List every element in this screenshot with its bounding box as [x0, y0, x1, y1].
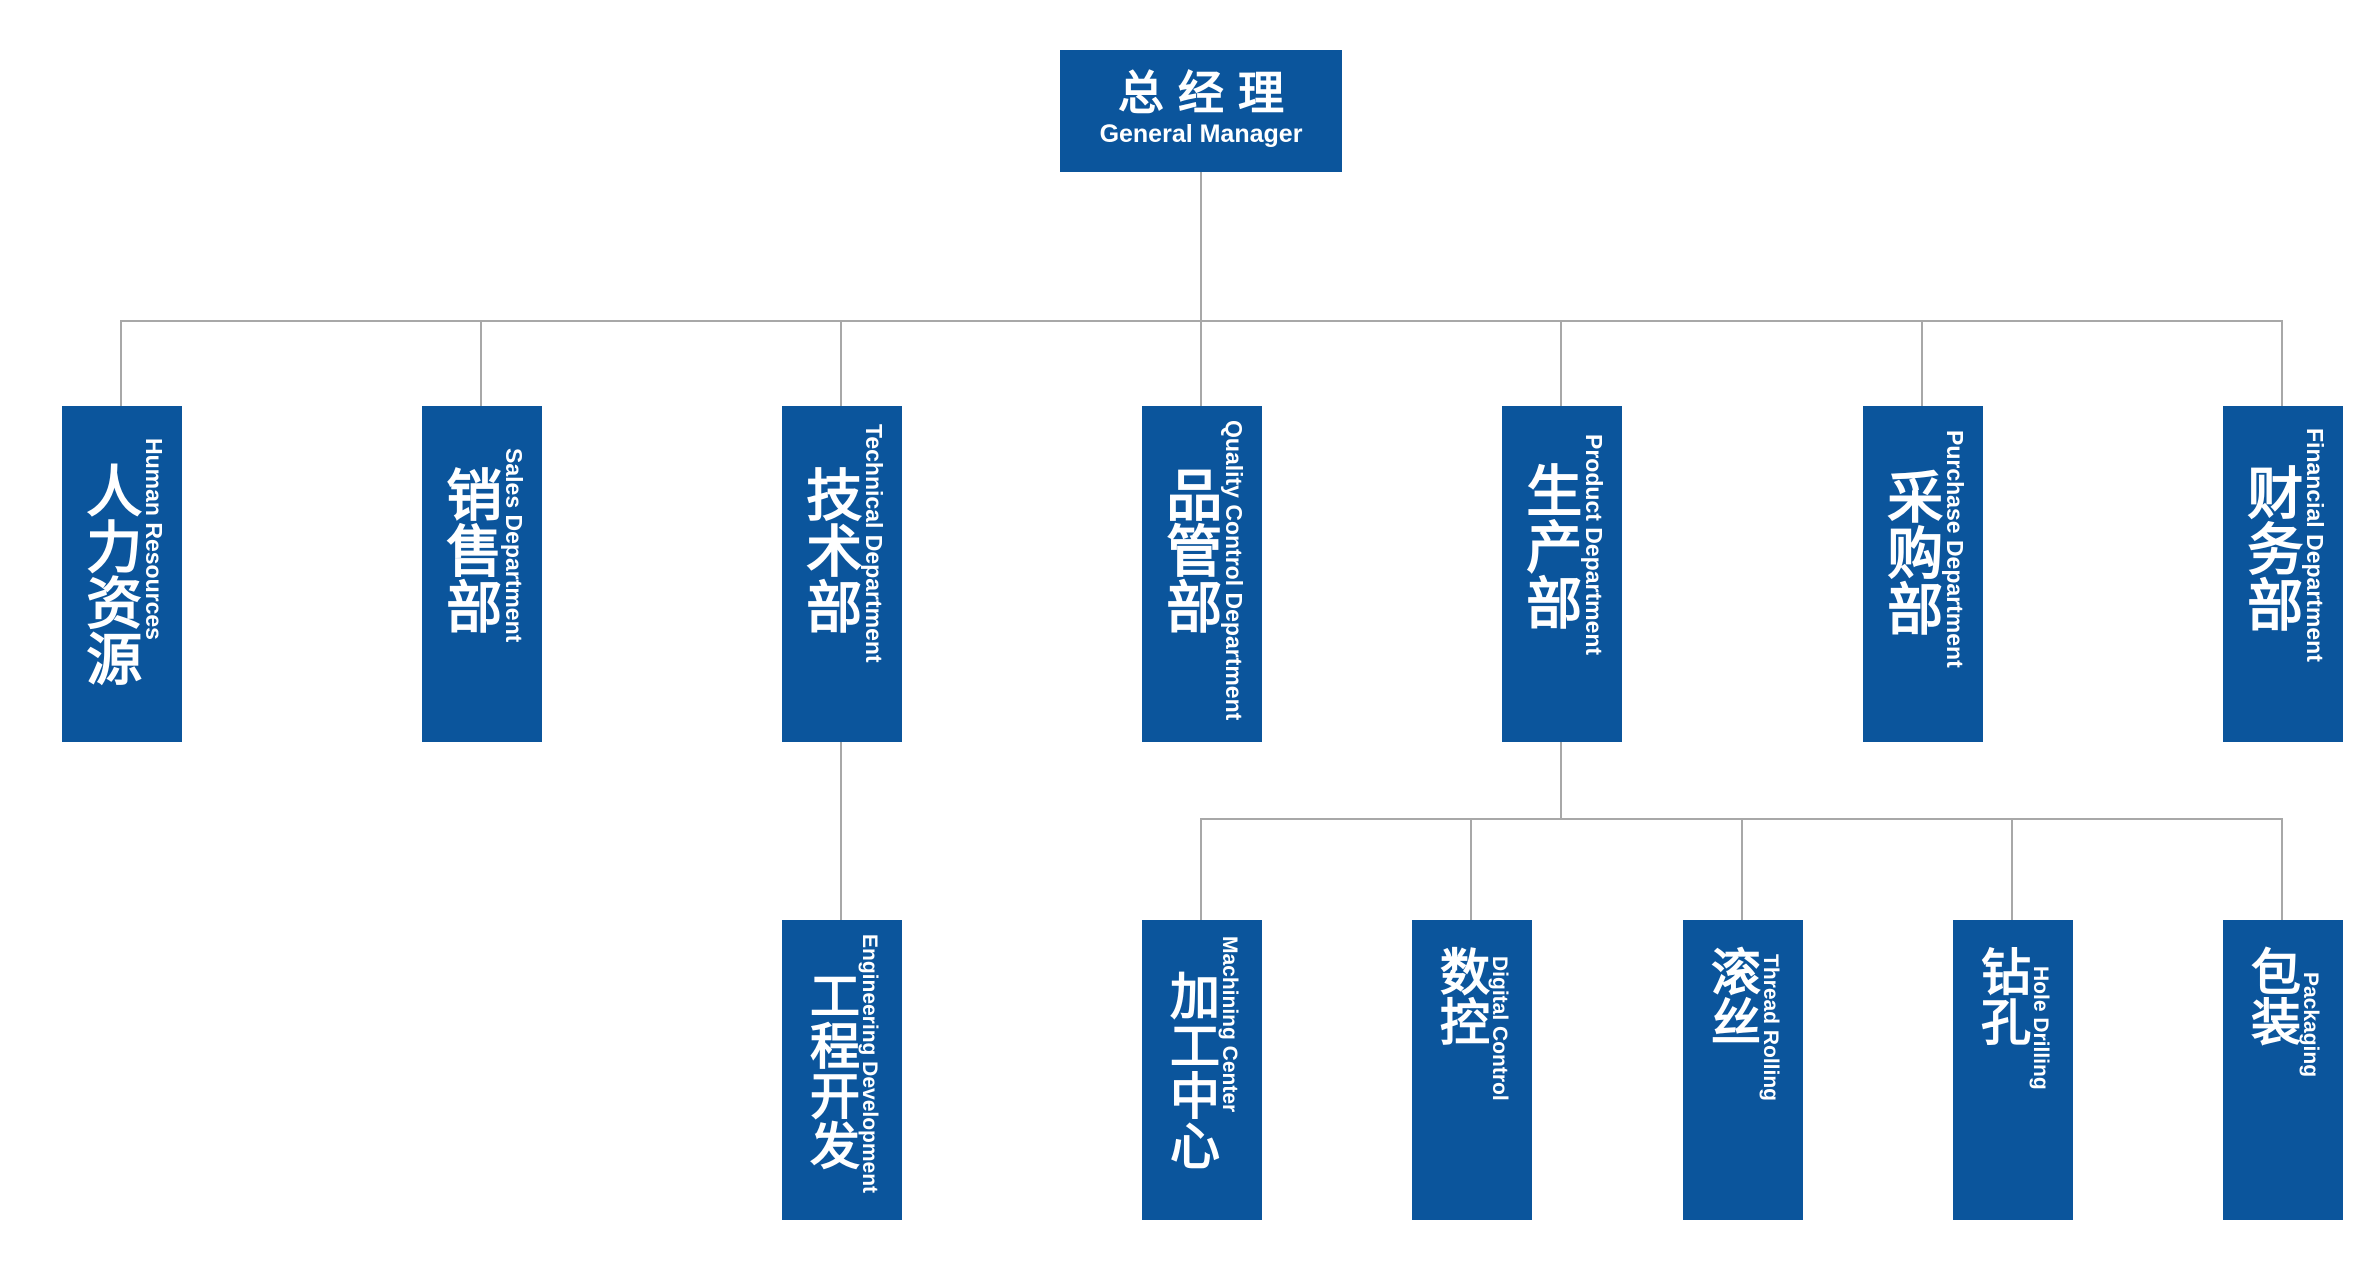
node-label-en: Digital Control — [1488, 956, 1512, 1101]
node-label-en: Thread Rolling — [1759, 954, 1783, 1101]
node-label-en: Purchase Department — [1942, 430, 1968, 668]
node-label-cn: 生产部 — [1518, 462, 1582, 630]
node-label-cn: 财务部 — [2239, 464, 2303, 632]
node-label-en: Packaging — [2299, 972, 2323, 1078]
node-label-cn: 采购部 — [1879, 468, 1943, 636]
connector-drop-quality — [1200, 320, 1202, 406]
node-quality-control-department[interactable]: 品管部 Quality Control Department — [1142, 406, 1262, 742]
node-label-cn: 滚丝 — [1703, 946, 1760, 1046]
connector-technical-to-engineering — [840, 742, 842, 920]
connector-drop-machining-center — [1200, 818, 1202, 920]
node-general-manager[interactable]: 总经理 General Manager — [1060, 50, 1342, 172]
connector-production-drop — [1560, 742, 1562, 820]
node-label-en: Product Department — [1581, 434, 1607, 656]
node-label-cn: 销售部 — [438, 466, 502, 634]
connector-drop-financial — [2281, 320, 2283, 406]
node-product-department[interactable]: 生产部 Product Department — [1502, 406, 1622, 742]
node-label-cn: 包装 — [2243, 946, 2300, 1046]
node-digital-control[interactable]: 数控 Digital Control — [1412, 920, 1532, 1220]
connector-drop-thread-rolling — [1741, 818, 1743, 920]
node-label-cn: 数控 — [1432, 946, 1489, 1046]
node-engineering-development[interactable]: 工程开发 Engineering Development — [782, 920, 902, 1220]
node-thread-rolling[interactable]: 滚丝 Thread Rolling — [1683, 920, 1803, 1220]
node-packaging[interactable]: 包装 Packaging — [2223, 920, 2343, 1220]
connector-drop-technical — [840, 320, 842, 406]
node-human-resources[interactable]: 人力资源 Human Resources — [62, 406, 182, 742]
node-label-cn: 钻孔 — [1973, 946, 2030, 1046]
node-label-cn: 加工中心 — [1162, 970, 1219, 1170]
node-label-cn: 总经理 — [1118, 67, 1298, 120]
connector-root-drop — [1200, 172, 1202, 322]
node-label-en: Financial Department — [2302, 428, 2328, 662]
node-label-cn: 技术部 — [798, 466, 862, 634]
connector-drop-sales — [480, 320, 482, 406]
connector-drop-purchase — [1921, 320, 1923, 406]
connector-drop-hole-drilling — [2011, 818, 2013, 920]
node-label-en: Quality Control Department — [1221, 420, 1247, 721]
node-label-en: Human Resources — [141, 438, 167, 640]
node-label-cn: 工程开发 — [802, 970, 859, 1170]
node-financial-department[interactable]: 财务部 Financial Department — [2223, 406, 2343, 742]
connector-drop-hr — [120, 320, 122, 406]
connector-drop-production — [1560, 320, 1562, 406]
node-label-en: General Manager — [1099, 120, 1303, 149]
node-label-cn: 品管部 — [1158, 466, 1222, 634]
connector-drop-packaging — [2281, 818, 2283, 920]
node-label-en: Technical Department — [861, 424, 887, 663]
node-purchase-department[interactable]: 采购部 Purchase Department — [1863, 406, 1983, 742]
node-label-en: Sales Department — [501, 448, 527, 643]
node-label-cn: 人力资源 — [78, 462, 142, 686]
node-machining-center[interactable]: 加工中心 Machining Center — [1142, 920, 1262, 1220]
node-label-en: Machining Center — [1218, 936, 1242, 1113]
node-label-en: Hole Drilling — [2029, 966, 2053, 1090]
node-hole-drilling[interactable]: 钻孔 Hole Drilling — [1953, 920, 2073, 1220]
node-sales-department[interactable]: 销售部 Sales Department — [422, 406, 542, 742]
node-label-en: Engineering Development — [858, 934, 882, 1194]
connector-drop-digital-control — [1470, 818, 1472, 920]
node-technical-department[interactable]: 技术部 Technical Department — [782, 406, 902, 742]
